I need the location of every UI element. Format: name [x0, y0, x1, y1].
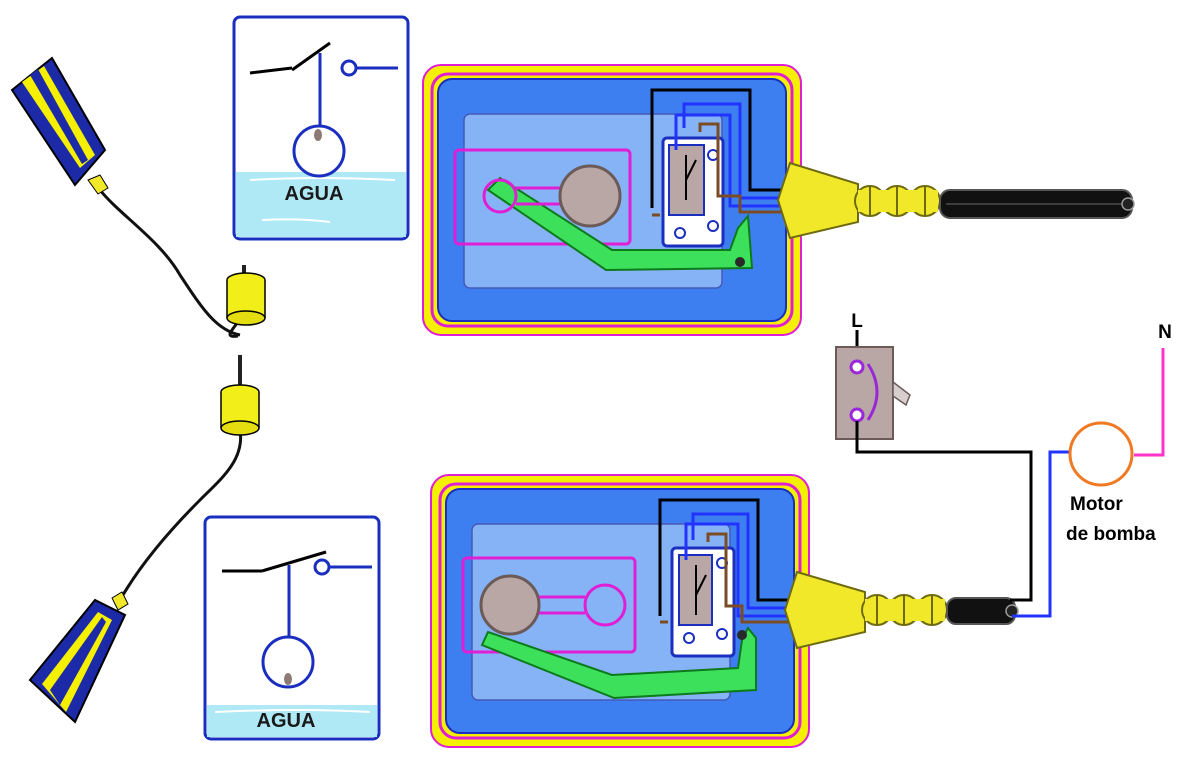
water-label-bottom: AGUA [257, 710, 316, 732]
motor-label-line1: Motor [1070, 494, 1123, 515]
top-switch-housing [422, 64, 802, 336]
top-cable [939, 189, 1135, 219]
top-tank-illustration: AGUA [232, 15, 410, 241]
bottom-cable [946, 597, 1019, 625]
top-float-cable [98, 189, 246, 337]
top-plug [776, 161, 941, 240]
pump-motor: Motor de bomba [1066, 421, 1156, 545]
neutral-terminal-label: N [1158, 322, 1172, 343]
bottom-plug [783, 570, 948, 650]
motor-label-line2: de bomba [1066, 524, 1156, 545]
top-counterweight [226, 272, 266, 338]
bottom-tank-illustration: AGUA [203, 515, 381, 741]
water-label-top: AGUA [285, 183, 344, 205]
line-terminal-label: L [851, 311, 863, 332]
bottom-switch-housing [430, 474, 810, 748]
bottom-float-switch [28, 591, 129, 724]
bottom-float-cable [118, 355, 243, 601]
external-wires [855, 348, 1165, 618]
wall-switch: L [835, 311, 911, 440]
top-float-switch [10, 56, 109, 195]
bottom-counterweight [220, 384, 260, 436]
